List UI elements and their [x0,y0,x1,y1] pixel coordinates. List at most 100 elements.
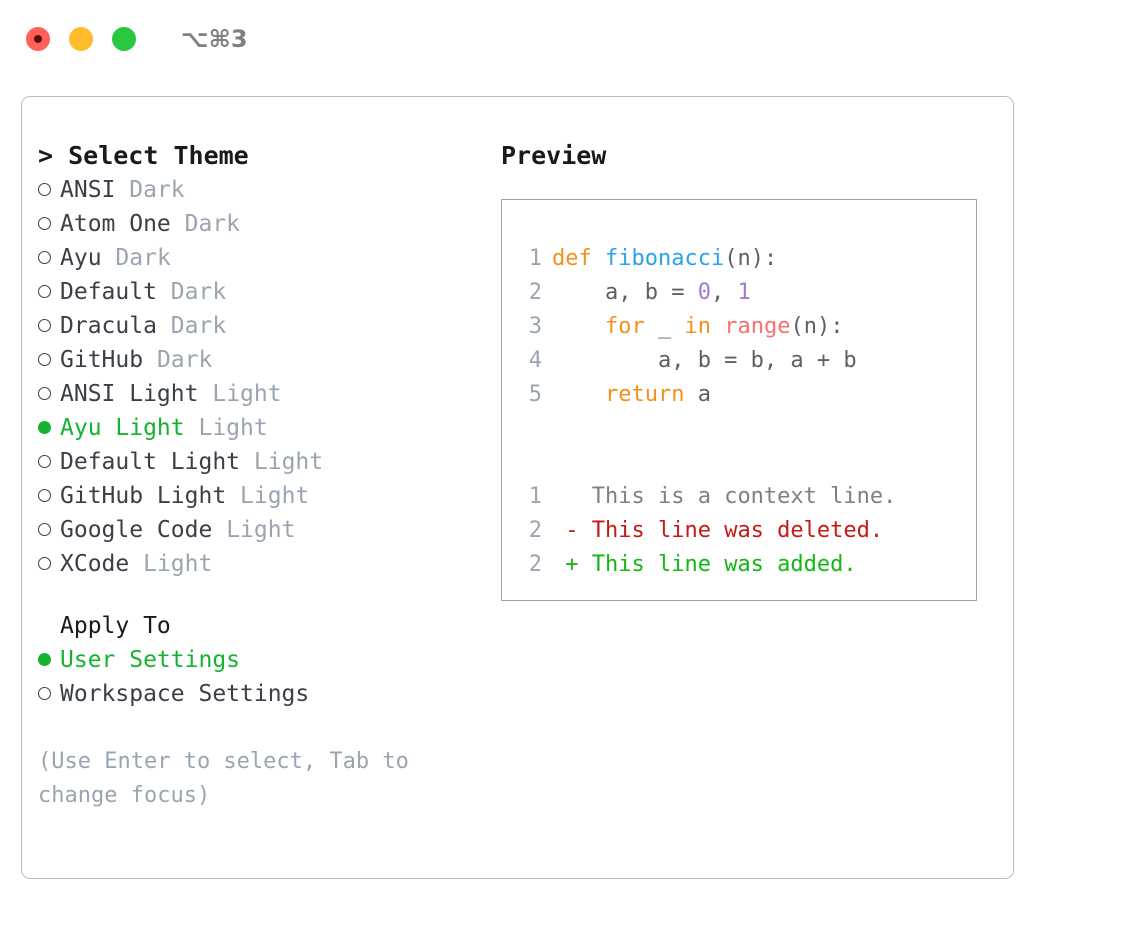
theme-name: Default [60,279,157,305]
theme-option-default-light[interactable]: Default Light Light [38,445,488,479]
radio-bullet [38,411,60,445]
theme-option-ayu[interactable]: Ayu Dark [38,241,488,275]
code-token-plain [711,314,724,339]
title-bar: ⌥⌘3 [0,0,1140,78]
theme-kind-label: Dark [156,347,213,373]
apply-option-workspace-settings[interactable]: Workspace Settings [38,677,488,711]
apply-to-heading: Apply To [60,613,171,639]
radio-bullet [38,643,60,677]
theme-kind-label: Light [240,483,310,509]
radio-bullet [38,445,60,479]
radio-bullet [38,479,60,513]
diff-text: This is a context line. [578,484,897,509]
line-number: 2 [528,518,542,543]
theme-name: Ayu Light [60,415,185,441]
theme-name: Dracula [60,313,157,339]
radio-selected-icon [38,653,51,666]
spacer [157,279,171,305]
diff-marker [552,484,579,509]
theme-name: GitHub Light [60,483,227,509]
line-number: 1 [528,484,542,509]
code-token-kw: def [552,246,592,271]
theme-option-ansi-light[interactable]: ANSI Light Light [38,377,488,411]
radio-unselected-icon [38,285,51,298]
spacer [157,313,171,339]
diff-line: 1 This is a context line. [516,480,976,514]
radio-bullet [38,241,60,275]
theme-option-ayu-light[interactable]: Ayu Light Light [38,411,488,445]
code-token-built: range [724,314,791,339]
theme-kind-label: Light [212,381,282,407]
minimize-button[interactable] [69,27,93,51]
theme-kind-label: Dark [129,177,185,203]
diff-marker: + [552,552,579,577]
apply-option-label: Workspace Settings [60,681,310,707]
code-token-kw: return [604,382,685,407]
theme-option-google-code[interactable]: Google Code Light [38,513,488,547]
code-line: 4 a, b = b, a + b [516,344,976,378]
theme-name: ANSI [60,177,116,203]
apply-option-user-settings[interactable]: User Settings [38,643,488,677]
theme-option-github-light[interactable]: GitHub Light Light [38,479,488,513]
line-number: 5 [528,382,542,407]
theme-kind-label: Dark [170,313,227,339]
radio-bullet [38,343,60,377]
preview-heading: Preview [501,141,607,170]
close-button[interactable] [26,27,50,51]
code-token-kw: for [604,314,645,339]
theme-kind-label: Light [253,449,324,475]
radio-unselected-icon [38,523,51,536]
theme-name: XCode [60,551,130,577]
radio-bullet [38,309,60,343]
radio-bullet [38,513,60,547]
theme-name: Default Light [60,449,241,475]
keyboard-shortcut-label: ⌥⌘3 [181,25,248,53]
theme-option-ansi[interactable]: ANSI Dark [38,173,488,207]
theme-option-xcode[interactable]: XCode Light [38,547,488,581]
code-token-plain: a, b = [552,280,698,305]
radio-unselected-icon [38,687,51,700]
theme-option-atom-one[interactable]: Atom One Dark [38,207,488,241]
apply-option-label: User Settings [60,647,241,673]
diff-sample: 1 This is a context line.2 - This line w… [516,480,976,582]
window-controls [26,27,136,51]
theme-option-github[interactable]: GitHub Dark [38,343,488,377]
theme-kind-label: Light [226,517,296,543]
spacer [198,381,212,407]
line-number: 2 [528,280,542,305]
code-line: 5 return a [516,378,976,412]
theme-kind-label: Dark [115,245,171,271]
code-token-plain [592,246,605,271]
code-token-plain [552,382,605,407]
spacer [115,177,129,203]
diff-text: This line was deleted. [578,518,884,543]
theme-name: ANSI Light [60,381,199,407]
theme-option-default[interactable]: Default Dark [38,275,488,309]
code-token-fn: fibonacci [605,246,725,271]
radio-bullet [38,275,60,309]
spacer [516,446,976,480]
spacer [143,347,157,373]
maximize-button[interactable] [112,27,136,51]
code-token-kw: in [684,314,711,339]
radio-bullet [38,173,60,207]
code-token-plain: _ [644,314,685,339]
theme-option-dracula[interactable]: Dracula Dark [38,309,488,343]
spacer [102,245,116,271]
theme-name: GitHub [60,347,144,373]
line-number: 3 [528,314,542,339]
line-number: 1 [528,246,542,271]
theme-kind-label: Dark [170,279,227,305]
spacer [516,412,976,446]
spacer [212,517,226,543]
spacer [185,415,199,441]
spacer [38,581,488,609]
spacer [171,211,185,237]
